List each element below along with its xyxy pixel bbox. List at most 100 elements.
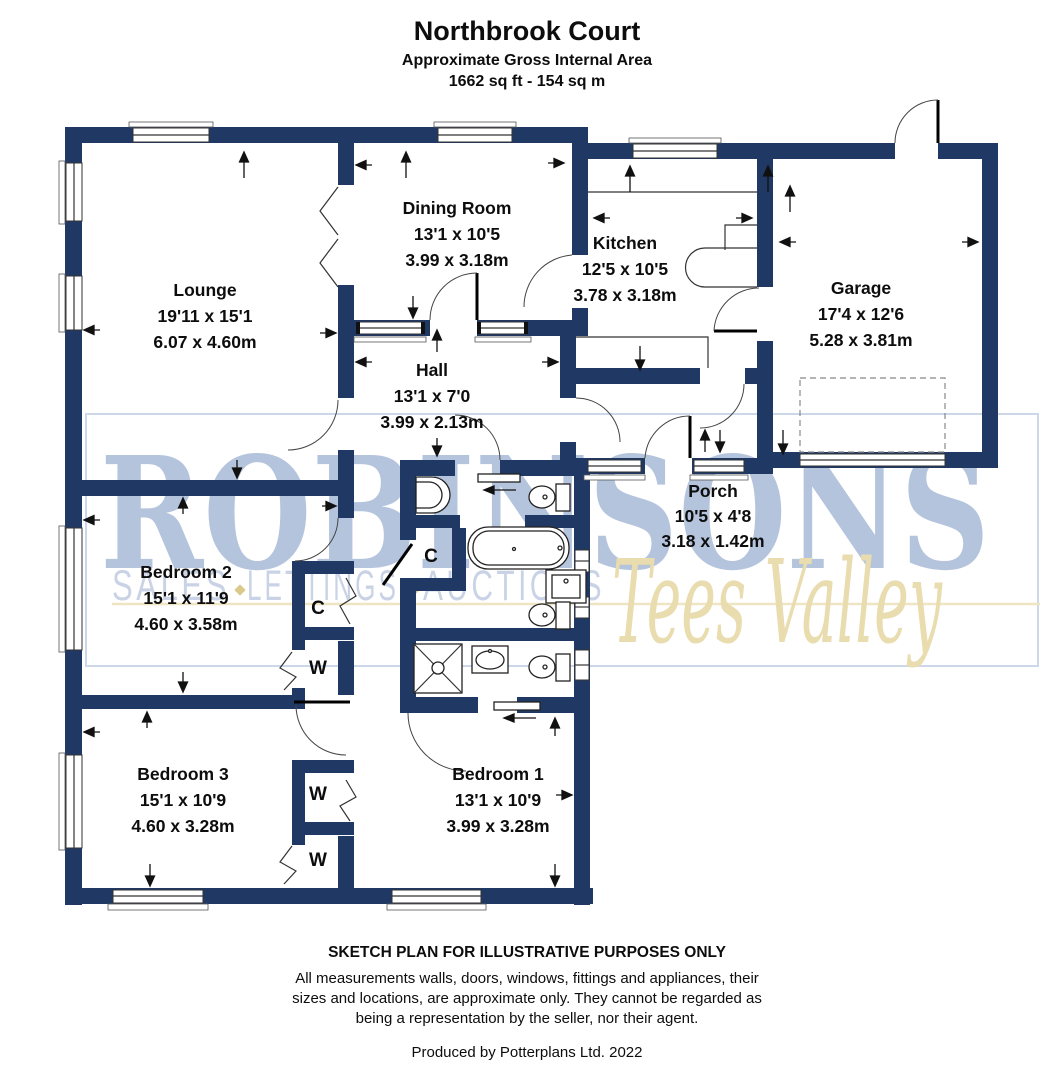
window-sill: [58, 525, 66, 653]
room-dims-imperial: 13'1 x 10'5: [414, 224, 500, 244]
wall-segment: [292, 760, 354, 773]
dimension-arrow: [144, 864, 156, 888]
toilet-flush: [542, 494, 548, 500]
watermark-word-sales: SALES: [112, 562, 230, 610]
window-cap: [421, 322, 425, 334]
bath-drain: [511, 546, 517, 552]
wall-segment: [338, 143, 354, 185]
dimension-arrow: [238, 150, 250, 178]
window-sill: [628, 137, 722, 144]
wall-segment: [400, 590, 416, 628]
wall-segment: [500, 460, 586, 476]
room-dims-metric: 3.78 x 3.18m: [573, 285, 676, 305]
room-label-bedroom-3: Bedroom 3: [137, 764, 229, 784]
bifold-door: [339, 577, 357, 625]
wall-segment: [745, 368, 773, 384]
window-sill: [583, 474, 646, 481]
wall-segment: [560, 380, 576, 398]
windows: [58, 121, 946, 911]
dimension-arrow: [141, 710, 153, 728]
dimension-arrow: [322, 500, 338, 512]
room-label-dining-room: Dining Room: [403, 198, 512, 218]
dimension-arrow: [736, 212, 754, 224]
wardrobe-label: W: [309, 658, 327, 679]
wall-segment: [292, 561, 354, 574]
wall-segment: [400, 460, 416, 540]
room-dims-imperial: 15'1 x 10'9: [140, 790, 226, 810]
door-arc: [523, 254, 573, 308]
wall-segment: [578, 143, 895, 159]
wall-segment: [525, 515, 586, 528]
wall-segment: [400, 628, 416, 713]
dimension-arrow: [548, 157, 566, 169]
wall-segment: [757, 159, 773, 287]
room-label-hall: Hall: [416, 360, 448, 380]
room-label-garage: Garage: [831, 278, 892, 298]
area-subtitle: Approximate Gross Internal Area: [402, 52, 652, 69]
door-arc: [644, 415, 691, 459]
door-arc: [429, 272, 478, 321]
dimension-arrow: [231, 460, 243, 480]
room-dims-imperial: 13'1 x 10'9: [455, 790, 541, 810]
doors: [279, 99, 940, 885]
window-sill: [433, 121, 517, 128]
room-dims-metric: 3.99 x 3.18m: [405, 250, 508, 270]
sink-inner: [475, 650, 505, 670]
toilet-bowl: [528, 485, 556, 509]
wall-segment: [82, 480, 338, 496]
room-dims-metric: 3.18 x 1.42m: [661, 531, 764, 551]
dimension-arrow: [82, 324, 100, 336]
fixtures: [413, 191, 946, 723]
closet-door-leaf: [381, 543, 414, 586]
door-arc: [454, 414, 501, 461]
wall-segment: [338, 836, 354, 888]
bifold-door: [339, 779, 357, 822]
disclaimer-line: being a representation by the seller, no…: [356, 1010, 699, 1027]
basin-inner: [415, 481, 443, 509]
towel-rail: [493, 701, 541, 711]
dimension-arrow: [82, 514, 100, 526]
window-sill: [689, 474, 749, 481]
wall-segment: [292, 822, 354, 835]
dimension-arrows: [82, 150, 980, 888]
door-arc: [294, 517, 339, 562]
toilet-bowl: [528, 603, 556, 627]
room-dims-metric: 4.60 x 3.58m: [134, 614, 237, 634]
window-cap: [356, 322, 360, 334]
wall-segment: [292, 627, 354, 640]
area-value: 1662 sq ft - 154 sq m: [449, 73, 606, 90]
window-sill: [107, 903, 209, 911]
wardrobe-label: W: [309, 850, 327, 871]
dimension-arrow: [400, 150, 412, 178]
room-dims-imperial: 10'5 x 4'8: [675, 506, 752, 526]
door-arc: [699, 383, 745, 429]
toilet-cistern: [555, 653, 571, 682]
toilet-flush: [542, 612, 548, 618]
wall-segment: [338, 480, 354, 518]
window-sill: [58, 273, 66, 333]
dimension-arrow: [714, 430, 726, 454]
dimension-arrow: [556, 789, 574, 801]
dimension-arrow: [777, 430, 789, 456]
wall-segment: [292, 760, 305, 845]
window-sill: [386, 903, 487, 911]
wall-segment: [452, 528, 466, 591]
door-arc: [713, 287, 760, 332]
room-dims-imperial: 15'1 x 11'9: [143, 588, 228, 608]
page-title: Northbrook Court: [414, 16, 640, 46]
dimension-arrow: [549, 716, 561, 736]
wall-segment: [82, 695, 292, 709]
dimension-arrow: [549, 864, 561, 888]
wall-segment: [338, 285, 354, 398]
dimension-arrow: [431, 438, 443, 458]
dimension-arrow: [778, 236, 796, 248]
dimension-arrow: [354, 356, 372, 368]
room-label-bedroom-1: Bedroom 1: [452, 764, 544, 784]
dimension-arrow: [592, 212, 610, 224]
room-label-kitchen: Kitchen: [593, 233, 657, 253]
closet-label: C: [311, 598, 325, 619]
towel-rail-arrow: [502, 713, 536, 723]
room-dims-imperial: 13'1 x 7'0: [394, 386, 471, 406]
dimension-arrow: [624, 164, 636, 192]
towel-rail-arrow: [482, 485, 516, 495]
